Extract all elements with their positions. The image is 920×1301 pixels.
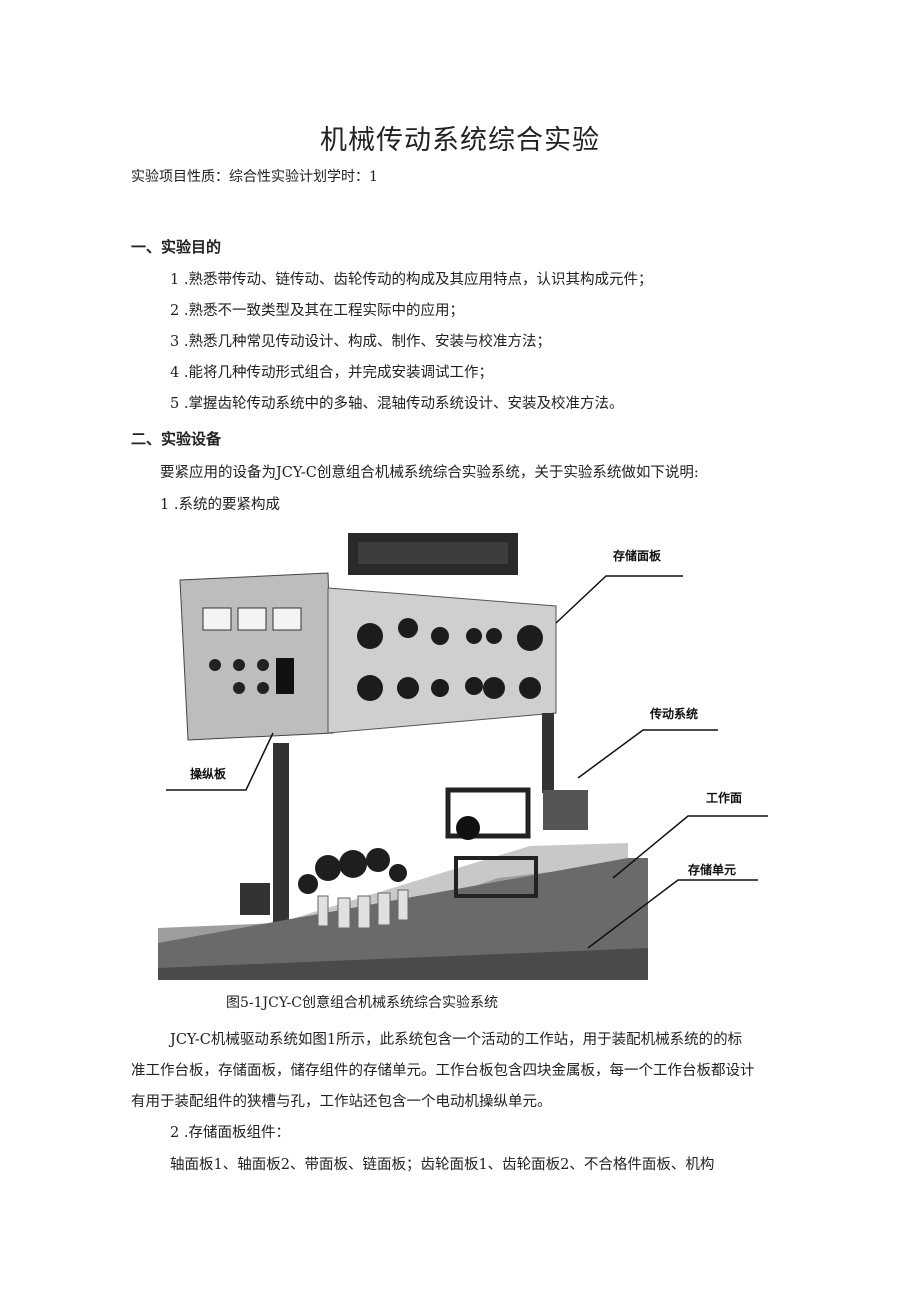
subheading-system-composition: 1 .系统的要紧构成 <box>160 497 280 513</box>
figure-caption: 图5-1JCY-C创意组合机械系统综合实验系统 <box>226 995 499 1011</box>
purpose-item-4: 4 .能将几种传动形式组合，并完成安装调试工作； <box>170 365 493 381</box>
purpose-item-1: 1 .熟悉带传动、链传动、齿轮传动的构成及其应用特点，认识其构成元件； <box>170 272 653 288</box>
page-title: 机械传动系统综合实验 <box>320 125 600 156</box>
equipment-intro: 要紧应用的设备为JCY-C创意组合机械系统综合实验系统，关于实验系统做如下说明: <box>160 465 699 481</box>
purpose-item-3: 3 .熟悉几种常见传动设计、构成、制作、安装与校准方法； <box>170 334 551 350</box>
body-paragraph-1-line-1: JCY-C机械驱动系统如图1所示，此系统包含一个活动的工作站，用于装配机械系统的… <box>170 1032 743 1048</box>
body-paragraph-1-line-2: 准工作台板，存储面板，储存组件的存储单元。工作台板包含四块金属板，每一个工作台板… <box>131 1063 755 1079</box>
experiment-meta: 实验项目性质：综合性实验计划学时：1 <box>131 169 378 185</box>
body-paragraph-2-line-1: 轴面板1、轴面板2、带面板、链面板；齿轮面板1、齿轮面板2、不合格件面板、机构 <box>170 1157 715 1173</box>
purpose-item-2: 2 .熟悉不一致类型及其在工程实际中的应用； <box>170 303 464 319</box>
body-paragraph-1-line-3: 有用于装配组件的狭槽与孔，工作站还包含一个电动机操纵单元。 <box>131 1094 552 1110</box>
section-heading-equipment: 二、实验设备 <box>131 430 222 448</box>
label-control-panel: 操纵板 <box>190 766 227 781</box>
section-heading-purpose: 一、实验目的 <box>131 238 222 256</box>
purpose-item-5: 5 .掌握齿轮传动系统中的多轴、混轴传动系统设计、安装及校准方法。 <box>170 396 624 412</box>
label-work-surface: 工作面 <box>706 790 742 805</box>
subheading-storage-panel-components: 2 .存储面板组件： <box>170 1125 290 1141</box>
label-storage-unit: 存储单元 <box>687 862 736 877</box>
equipment-figure: 存储面板 传动系统 工作面 存储单元 操纵板 <box>158 533 768 980</box>
label-transmission: 传动系统 <box>649 706 698 721</box>
label-storage-panel: 存储面板 <box>612 548 662 563</box>
